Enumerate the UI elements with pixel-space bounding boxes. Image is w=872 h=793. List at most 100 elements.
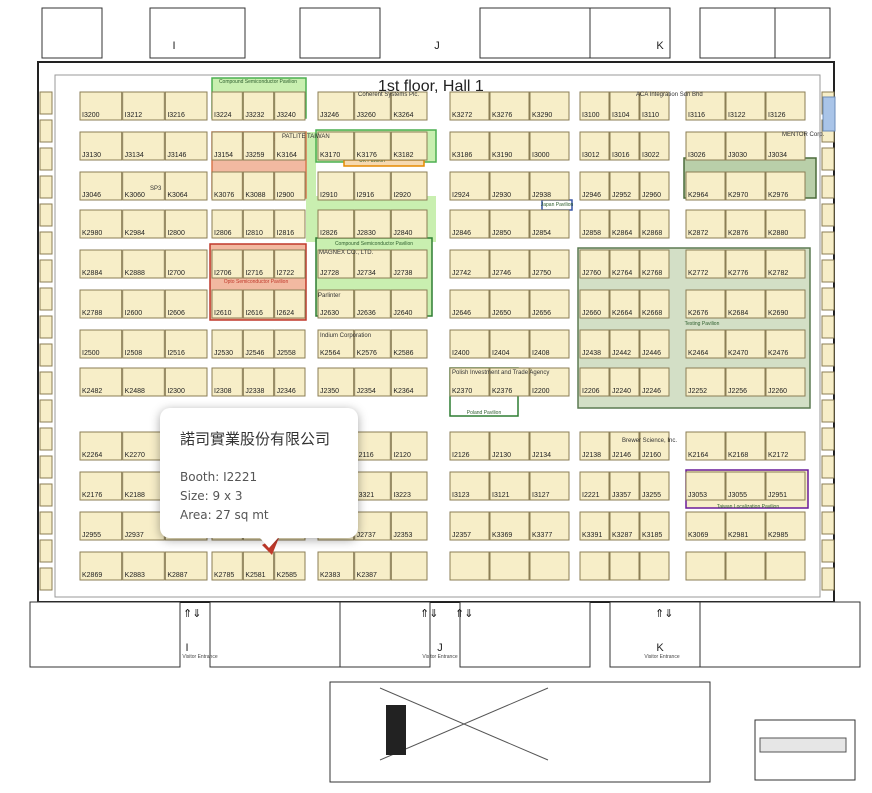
side-booth[interactable]: [39, 287, 53, 311]
booth[interactable]: [579, 551, 610, 581]
booth[interactable]: [765, 171, 806, 201]
booth[interactable]: [164, 249, 208, 279]
booth[interactable]: [685, 431, 726, 461]
booth[interactable]: [211, 367, 243, 397]
booth[interactable]: [164, 367, 208, 397]
booth[interactable]: [685, 249, 726, 279]
side-booth[interactable]: [39, 427, 53, 451]
booth[interactable]: [449, 431, 490, 461]
booth[interactable]: [122, 367, 165, 397]
booth[interactable]: [639, 91, 670, 121]
booth[interactable]: [725, 329, 766, 359]
booth[interactable]: [725, 471, 766, 501]
booth[interactable]: [164, 91, 208, 121]
booth[interactable]: [390, 289, 428, 319]
booth[interactable]: [164, 551, 208, 581]
side-booth[interactable]: [821, 287, 835, 311]
booth[interactable]: [685, 171, 726, 201]
booth[interactable]: [354, 131, 391, 161]
booth[interactable]: [317, 209, 355, 239]
side-booth[interactable]: [39, 259, 53, 283]
booth[interactable]: [449, 289, 490, 319]
booth[interactable]: [211, 551, 243, 581]
booth[interactable]: [122, 171, 165, 201]
booth[interactable]: [122, 431, 165, 461]
booth[interactable]: [317, 91, 355, 121]
booth[interactable]: [317, 551, 355, 581]
side-booth[interactable]: [39, 511, 53, 535]
booth[interactable]: [242, 249, 275, 279]
side-booth[interactable]: [39, 91, 53, 115]
booth[interactable]: [164, 131, 208, 161]
side-booth[interactable]: [821, 511, 835, 535]
booth[interactable]: [765, 91, 806, 121]
booth[interactable]: [725, 131, 766, 161]
booth[interactable]: [639, 249, 670, 279]
booth[interactable]: [390, 551, 428, 581]
booth[interactable]: [639, 551, 670, 581]
booth[interactable]: [274, 249, 306, 279]
booth[interactable]: [79, 329, 123, 359]
booth[interactable]: [529, 249, 570, 279]
booth[interactable]: [579, 289, 610, 319]
booth[interactable]: [164, 289, 208, 319]
booth[interactable]: [639, 367, 670, 397]
booth[interactable]: [639, 511, 670, 541]
side-booth[interactable]: [39, 231, 53, 255]
side-booth[interactable]: [821, 427, 835, 451]
booth[interactable]: [609, 91, 640, 121]
booth[interactable]: [390, 431, 428, 461]
booth[interactable]: [274, 91, 306, 121]
booth[interactable]: [390, 471, 428, 501]
booth[interactable]: [609, 131, 640, 161]
booth[interactable]: [242, 131, 275, 161]
booth[interactable]: [639, 171, 670, 201]
booth[interactable]: [765, 471, 806, 501]
booth[interactable]: [79, 131, 123, 161]
booth[interactable]: [122, 471, 165, 501]
booth[interactable]: [354, 209, 391, 239]
booth[interactable]: [685, 131, 726, 161]
booth[interactable]: [609, 431, 640, 461]
side-booth[interactable]: [821, 455, 835, 479]
booth[interactable]: [609, 367, 640, 397]
booth[interactable]: [211, 289, 243, 319]
booth[interactable]: [449, 249, 490, 279]
booth[interactable]: [639, 289, 670, 319]
booth[interactable]: [79, 209, 123, 239]
booth[interactable]: [449, 91, 490, 121]
side-booth[interactable]: [821, 483, 835, 507]
booth[interactable]: [79, 91, 123, 121]
booth[interactable]: [489, 329, 530, 359]
booth[interactable]: [390, 511, 428, 541]
booth[interactable]: [489, 551, 530, 581]
booth[interactable]: [579, 209, 610, 239]
booth[interactable]: [489, 131, 530, 161]
booth[interactable]: [579, 367, 610, 397]
side-booth[interactable]: [821, 259, 835, 283]
booth[interactable]: [609, 511, 640, 541]
booth[interactable]: [489, 367, 530, 397]
booth[interactable]: [489, 209, 530, 239]
booth[interactable]: [765, 209, 806, 239]
booth[interactable]: [609, 249, 640, 279]
booth[interactable]: [449, 131, 490, 161]
booth[interactable]: [122, 289, 165, 319]
booth[interactable]: [529, 431, 570, 461]
booth[interactable]: [489, 471, 530, 501]
side-booth[interactable]: [39, 343, 53, 367]
booth[interactable]: [579, 329, 610, 359]
booth[interactable]: [354, 91, 391, 121]
booth[interactable]: [639, 329, 670, 359]
side-booth[interactable]: [821, 371, 835, 395]
booth[interactable]: [765, 367, 806, 397]
side-booth[interactable]: [39, 119, 53, 143]
booth[interactable]: [609, 471, 640, 501]
booth[interactable]: [765, 329, 806, 359]
booth[interactable]: [211, 249, 243, 279]
side-booth[interactable]: [821, 203, 835, 227]
booth[interactable]: [725, 431, 766, 461]
booth[interactable]: [579, 511, 610, 541]
booth[interactable]: [609, 289, 640, 319]
